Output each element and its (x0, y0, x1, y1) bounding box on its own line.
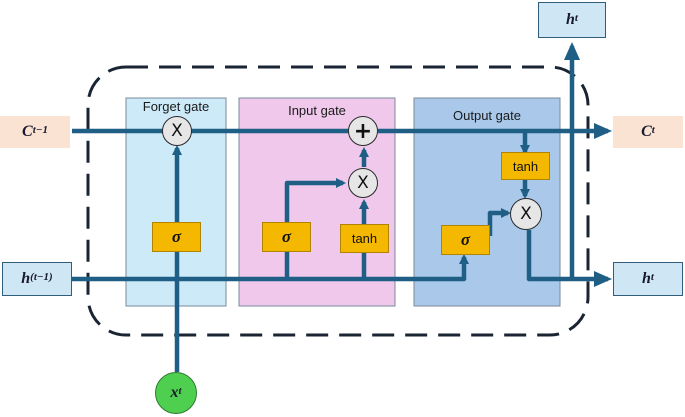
input-sigma-to-mult (284, 178, 346, 222)
input-add-operator: + (348, 116, 378, 146)
cell-prev-symbol: C (22, 123, 33, 140)
input-gate-title: Input gate (288, 103, 346, 118)
forget-multiply-operator: X (162, 116, 192, 146)
output-tanh-activation: tanh (501, 152, 550, 180)
input-tanh-activation: tanh (340, 224, 389, 253)
hidden-prev-symbol: h (21, 270, 31, 287)
x-symbol: x (170, 384, 179, 401)
hidden-right-superscript: t (650, 271, 654, 283)
output-sigma-to-mult (487, 208, 511, 236)
x-superscript: t (178, 385, 182, 397)
cell-dashed-border (86, 65, 590, 337)
forget-sigma-activation: σ (152, 222, 201, 252)
output-gate-title: Output gate (453, 108, 521, 123)
input-sigma-activation: σ (262, 222, 311, 252)
input-multiply-operator: X (348, 168, 378, 198)
hidden-right-symbol: h (642, 270, 651, 287)
output-multiply-operator: X (510, 198, 542, 230)
hidden-prev-input: h(t−1) (2, 262, 72, 296)
cell-output-symbol: C (641, 123, 652, 140)
hidden-prev-superscript: (t−1) (30, 271, 53, 283)
hidden-input-line (72, 254, 469, 282)
hidden-top-symbol: h (566, 11, 575, 28)
cell-output-superscript: t (651, 124, 655, 136)
output-sigma-activation: σ (441, 225, 490, 255)
forget-gate-title: Forget gate (142, 99, 210, 114)
hidden-output-line (526, 230, 612, 287)
hidden-top-superscript: t (574, 12, 578, 24)
cell-prev-superscript: t−1 (32, 124, 48, 136)
